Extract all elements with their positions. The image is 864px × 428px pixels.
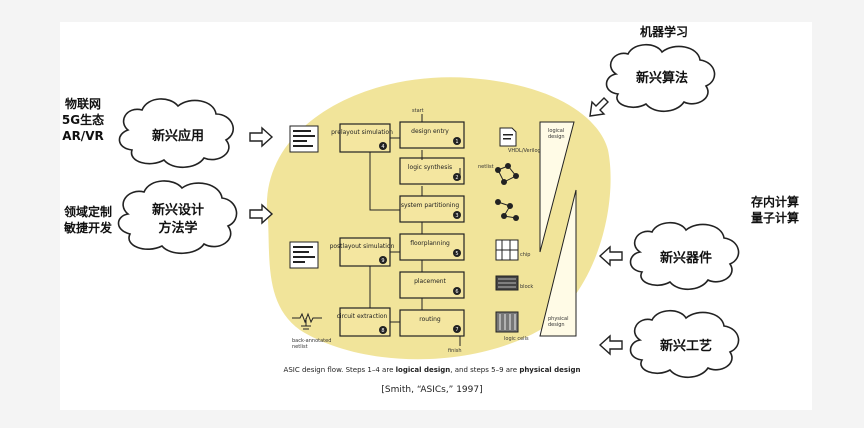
cloud-emerging-algorithms: 新兴算法 [605,43,716,113]
cloud-emerging-algorithms-text: 新兴算法 [636,70,688,86]
box-label: placement [414,278,446,285]
step-number: 5 [455,251,458,257]
step-number: 3 [455,213,458,219]
arrow-devices [598,245,623,267]
box-label: routing [419,316,441,323]
label-5g: 5G生态 [62,112,104,127]
back-annotated-line2: netlist [292,344,308,350]
figure-citation: [Smith, “ASICs,” 1997] [381,385,482,395]
code-document-icon [289,125,319,153]
label-agile: 敏捷开发 [63,220,113,235]
box-prelayout-simulation-label: prelayout simulation [331,129,393,136]
cloud-emerging-design: 新兴设计 方法学 [117,180,238,255]
label-vhdl: VHDL/Verilog [508,148,541,154]
label-iot: 物联网 [65,96,101,111]
step-9: 9 [381,258,384,264]
step-number: 7 [455,327,458,333]
box-label: logic synthesis [408,164,452,171]
label-pim: 存内计算 [750,194,799,209]
rc-circuit-icon [292,312,322,330]
step-number: 1 [455,139,458,145]
arrow-design [249,203,274,225]
flow-finish: finish [448,348,461,354]
box-circuit-extraction: circuit extraction 8 [337,307,391,337]
logic-cells-icon [495,311,519,333]
cloud-emerging-devices-text: 新兴器件 [660,250,712,266]
cloud-emerging-design-line1: 新兴设计 [152,202,204,218]
box-label: design entry [411,128,449,135]
step-number: 6 [455,289,458,295]
box-floorplanning: floorplanning 5 [399,233,465,261]
cloud-emerging-apps: 新兴应用 [118,98,234,169]
physical-label-2: design [548,322,565,328]
arrow-apps [249,126,274,148]
box-routing: routing 7 [399,309,465,337]
chip-icon [495,239,519,261]
cloud-emerging-process: 新兴工艺 [629,309,740,379]
figure-caption: ASIC design flow. Steps 1–4 are logical … [284,366,581,374]
netlist-graph-icon [495,163,519,185]
step-number: 2 [455,175,458,181]
step-8: 8 [381,328,384,334]
logical-design-triangle [539,121,575,253]
label-logic-cells: logic cells [504,336,529,342]
step-4: 4 [381,144,384,150]
cloud-emerging-design-line2: 方法学 [158,220,197,236]
box-label: floorplanning [410,240,450,247]
arrow-process [598,334,623,356]
box-design-entry: design entry 1 [399,121,465,149]
cloud-emerging-devices: 新兴器件 [629,221,740,291]
box-circuit-extraction-label: circuit extraction [337,313,388,320]
vhdl-document-icon [499,127,517,147]
flow-start: start [412,108,424,114]
box-system-partitioning: system partitioning 3 [399,195,465,223]
partition-graph-icon [495,199,519,221]
label-domain-specific: 领域定制 [64,204,112,219]
block-icon [495,275,519,291]
cloud-emerging-apps-text: 新兴应用 [152,128,204,144]
label-block: block [520,284,533,290]
label-netlist: netlist [478,164,494,170]
arrow-algorithms [589,97,609,117]
cloud-emerging-process-text: 新兴工艺 [660,338,712,354]
box-prelayout-simulation: prelayout simulation 4 [331,123,393,153]
waveform-document-icon [289,241,319,269]
label-chip: chip [520,252,530,258]
box-postlayout-simulation-label: postlayout simulation [330,243,395,250]
back-annotated-line1: back-annotated [292,338,331,344]
physical-design-triangle [539,189,577,337]
box-placement: placement 6 [399,271,465,299]
label-quantum: 量子计算 [751,210,799,225]
logical-label-1: logical [548,128,564,134]
label-ml: 机器学习 [640,24,688,39]
label-arvr: AR/VR [62,129,103,143]
box-postlayout-simulation: postlayout simulation 9 [330,237,395,267]
box-label: system partitioning [401,202,460,209]
physical-label-1: physical [548,316,569,322]
connector-loop-top [369,152,400,211]
logical-label-2: design [548,134,565,140]
